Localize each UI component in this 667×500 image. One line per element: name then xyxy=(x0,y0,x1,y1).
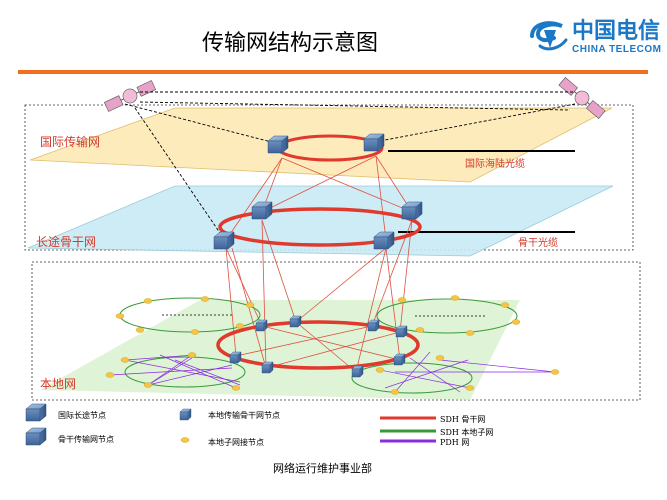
legend-label: 国际长途节点 xyxy=(58,410,106,420)
legend-line-sdh-local: SDH 本地子网 xyxy=(380,427,493,437)
local-backbone-node xyxy=(395,325,408,338)
legend-line-pdh: PDH 网 xyxy=(380,438,469,447)
label-submarine-cable: 国际海陆光缆 xyxy=(465,157,525,170)
local-frame xyxy=(31,261,641,401)
legend-local-backbone-node-icon xyxy=(179,408,192,421)
local-backbone-node xyxy=(367,319,380,332)
inter-layer-links xyxy=(225,155,413,373)
legend-label: SDH 本地子网 xyxy=(440,427,493,437)
backbone-node xyxy=(373,231,395,250)
backbone-node xyxy=(401,201,423,220)
page-title: 传输网结构示意图 xyxy=(202,31,378,56)
brand-name-en: CHINA TELECOM xyxy=(572,44,661,55)
sdh-ring-longhaul xyxy=(218,207,422,247)
legend-item-local-backbone-node: 本地传输骨干网节点 xyxy=(179,408,280,421)
legend-label: 本地子网接节点 xyxy=(208,437,264,447)
local-plane xyxy=(40,300,520,400)
sdh-ring-local xyxy=(216,320,420,370)
telecom-logo-icon xyxy=(530,21,568,51)
china-telecom-logo: 中国电信 CHINA TELECOM xyxy=(530,18,661,55)
label-local: 本地网 xyxy=(40,377,76,391)
international-plane xyxy=(29,107,613,183)
longhaul-plane xyxy=(27,185,614,257)
footer-department: 网络运行维护事业部 xyxy=(273,461,372,475)
legend-intl-node-icon xyxy=(25,403,47,422)
legend-item-access-node: 本地子网接节点 xyxy=(180,437,264,447)
legend-label: SDH 骨干网 xyxy=(440,415,485,424)
local-backbone-node xyxy=(351,365,364,378)
backbone-node xyxy=(213,231,235,250)
legend-access-node-icon xyxy=(180,437,190,443)
satellite-left-icon xyxy=(103,80,157,112)
legend-backbone-node-icon xyxy=(25,427,47,446)
local-backbone-node xyxy=(289,315,302,328)
label-longhaul: 长途骨干网 xyxy=(36,234,96,249)
legend-item-intl-node: 国际长途节点 xyxy=(25,403,106,422)
backbone-node xyxy=(251,201,273,220)
label-backbone-cable: 骨干光缆 xyxy=(518,236,558,249)
local-backbone-node xyxy=(261,361,274,374)
local-subnet-ring-bottom-left xyxy=(124,356,246,388)
local-backbone-node xyxy=(229,351,242,364)
access-nodes xyxy=(105,295,560,395)
pdh-mesh xyxy=(109,351,556,393)
accent-bar xyxy=(18,70,648,74)
intl-node xyxy=(363,133,385,152)
local-subnet-ring-bottom-right xyxy=(351,362,473,394)
legend-item-backbone-node: 骨干传输网节点 xyxy=(25,427,114,446)
satellite-right-icon xyxy=(558,77,606,119)
legend-label: PDH 网 xyxy=(440,438,469,447)
legend-line-sdh-backbone: SDH 骨干网 xyxy=(380,415,485,424)
legend: 国际长途节点 骨干传输网节点 本地传输骨干网节点 本地子网接节点 SDH 骨干网… xyxy=(25,403,493,447)
brand-name-cn: 中国电信 xyxy=(572,18,660,44)
local-backbone-node xyxy=(255,319,268,332)
satellite-links xyxy=(124,91,576,237)
local-backbone-node xyxy=(393,353,406,366)
local-subnet-ring-right xyxy=(376,298,518,334)
legend-label: 本地传输骨干网节点 xyxy=(208,410,280,420)
label-international: 国际传输网 xyxy=(40,134,100,149)
intl-node xyxy=(267,135,289,154)
legend-label: 骨干传输网节点 xyxy=(58,434,114,444)
